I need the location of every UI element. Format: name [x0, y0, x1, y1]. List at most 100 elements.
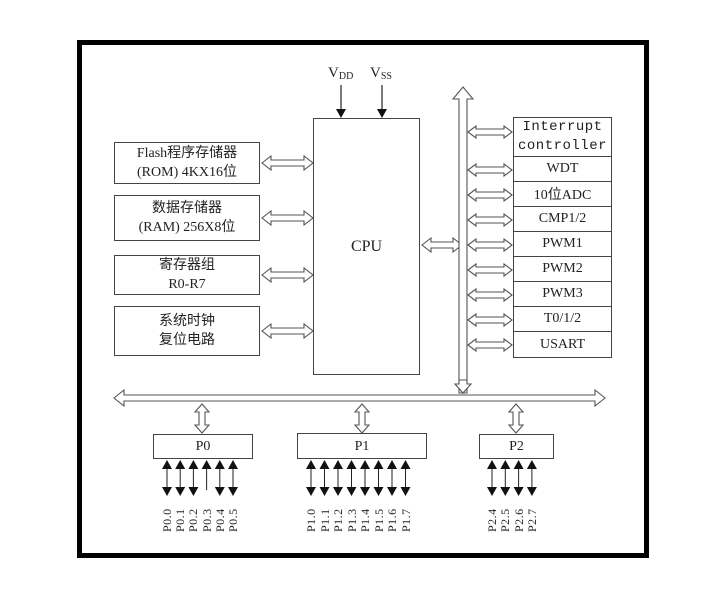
adc-block: 10位ADC [513, 182, 612, 207]
pin-arrow-up [228, 460, 238, 469]
vss-sub: SS [380, 71, 392, 82]
diagram-frame [77, 40, 649, 558]
pin-arrow-down [500, 487, 511, 496]
pin-arrow-up [346, 460, 357, 469]
pin-arrow-up [400, 460, 411, 469]
cpu-label: CPU [350, 238, 383, 255]
vss-label: VSS [370, 65, 392, 82]
timer-block: T0/1/2 [513, 307, 612, 332]
vdd-main: V [328, 65, 339, 81]
left-block-cpu-arrow-1 [261, 209, 314, 227]
pin-arrow-up [319, 460, 330, 469]
pin-arrow-up [500, 460, 511, 469]
port-p2-block: P2 [479, 434, 554, 459]
pwm1-label: PWM1 [542, 236, 583, 251]
vdd-arrow-head [336, 109, 346, 118]
pin-arrow-down [188, 487, 199, 496]
peripheral-arrow-8 [467, 337, 513, 353]
pin-arrow-up [188, 460, 199, 469]
port-p1-label: P1 [354, 438, 370, 454]
port-p1-block: P1 [297, 433, 427, 459]
pin-label: P1.6 [385, 508, 399, 532]
left-block-cpu-arrow-0 [261, 154, 314, 172]
vss-main: V [370, 65, 381, 81]
peripheral-arrow-1 [467, 162, 513, 178]
pin-arrow-up [162, 460, 172, 469]
peripheral-arrow-7 [467, 312, 513, 328]
pin-label: P0.5 [226, 508, 240, 532]
pin-label: P1.7 [398, 508, 413, 532]
vertical-bus-bottom-arrow [453, 379, 473, 394]
pin-arrow-up [306, 460, 316, 469]
pin-arrow-up [214, 460, 225, 469]
left-block-cpu-arrow-2 [261, 266, 314, 284]
flash-rom-title: Flash程序存储器 [136, 146, 238, 161]
pwm2-label: PWM2 [542, 261, 583, 276]
pin-arrow-down [333, 487, 343, 496]
pin-arrow-up [175, 460, 186, 469]
peripheral-arrow-2 [467, 187, 513, 203]
wdt-block: WDT [513, 157, 612, 182]
usart-block: USART [513, 332, 612, 358]
clock-reset-block: 系统时钟 复位电路 [114, 306, 260, 356]
reset-title: 复位电路 [159, 333, 215, 348]
pin-arrow-down [214, 487, 225, 496]
port-p2-arrow [507, 403, 525, 434]
pin-arrow-up [526, 460, 537, 469]
pin-arrow-up [201, 460, 212, 469]
port-p0-arrow [193, 403, 211, 434]
pin-label: P1.2 [331, 508, 345, 532]
pin-arrow-up [487, 460, 497, 469]
vss-arrow-head [377, 109, 387, 118]
pin-arrow-down [306, 487, 316, 496]
usart-label: USART [539, 336, 586, 352]
comparator-block: CMP1/2 [513, 207, 612, 232]
pwm3-label: PWM3 [542, 286, 583, 301]
pin-label: P1.0 [304, 508, 318, 532]
peripheral-arrow-3 [467, 212, 513, 228]
pin-arrow-down [513, 487, 524, 496]
timer-label: T0/1/2 [543, 311, 582, 326]
wdt-label: WDT [546, 161, 579, 176]
peripheral-arrow-6 [467, 287, 513, 303]
adc-label: 10位ADC [533, 188, 592, 203]
port-p0-label: P0 [195, 439, 211, 454]
interrupt-controller-block: Interrupt controller [513, 117, 612, 157]
vdd-label: VDD [328, 65, 353, 82]
pin-arrow-up [333, 460, 343, 469]
cpu-bus-arrow [421, 236, 463, 254]
register-bank-block: 寄存器组 R0-R7 [114, 255, 260, 295]
pin-arrow-down [175, 487, 186, 496]
pin-arrow-down [360, 487, 370, 496]
pwm2-block: PWM2 [513, 257, 612, 282]
horizontal-bus [113, 388, 606, 408]
pin-label: P2.7 [524, 508, 539, 532]
clock-title: 系统时钟 [159, 314, 215, 329]
ram-block: 数据存储器 (RAM) 256X8位 [114, 195, 260, 241]
ram-size: (RAM) 256X8位 [138, 220, 236, 235]
pin-arrow-down [400, 487, 411, 496]
pwm3-block: PWM3 [513, 282, 612, 307]
port-p1-arrow [353, 403, 371, 434]
left-block-cpu-arrow-3 [261, 322, 314, 340]
pin-arrow-down [346, 487, 357, 496]
interrupt-line1: Interrupt [522, 119, 603, 135]
pin-arrow-down [162, 487, 172, 496]
peripheral-arrow-5 [467, 262, 513, 278]
pin-arrow-down [373, 487, 384, 496]
vdd-sub: DD [338, 71, 354, 82]
register-bank-title: 寄存器组 [159, 258, 215, 273]
pin-label: P1.4 [358, 508, 372, 532]
comparator-label: CMP1/2 [538, 211, 587, 226]
pwm1-block: PWM1 [513, 232, 612, 257]
pin-arrow-down [526, 487, 537, 496]
flash-rom-size: (ROM) 4KX16位 [137, 165, 237, 180]
pin-arrow-up [373, 460, 384, 469]
pin-arrow-up [513, 460, 524, 469]
port-p2-label: P2 [509, 439, 524, 454]
pin-arrow-down [228, 487, 238, 496]
cpu-block: CPU [313, 118, 420, 375]
peripheral-arrow-0 [467, 124, 513, 140]
flash-rom-block: Flash程序存储器 (ROM) 4KX16位 [114, 142, 260, 184]
